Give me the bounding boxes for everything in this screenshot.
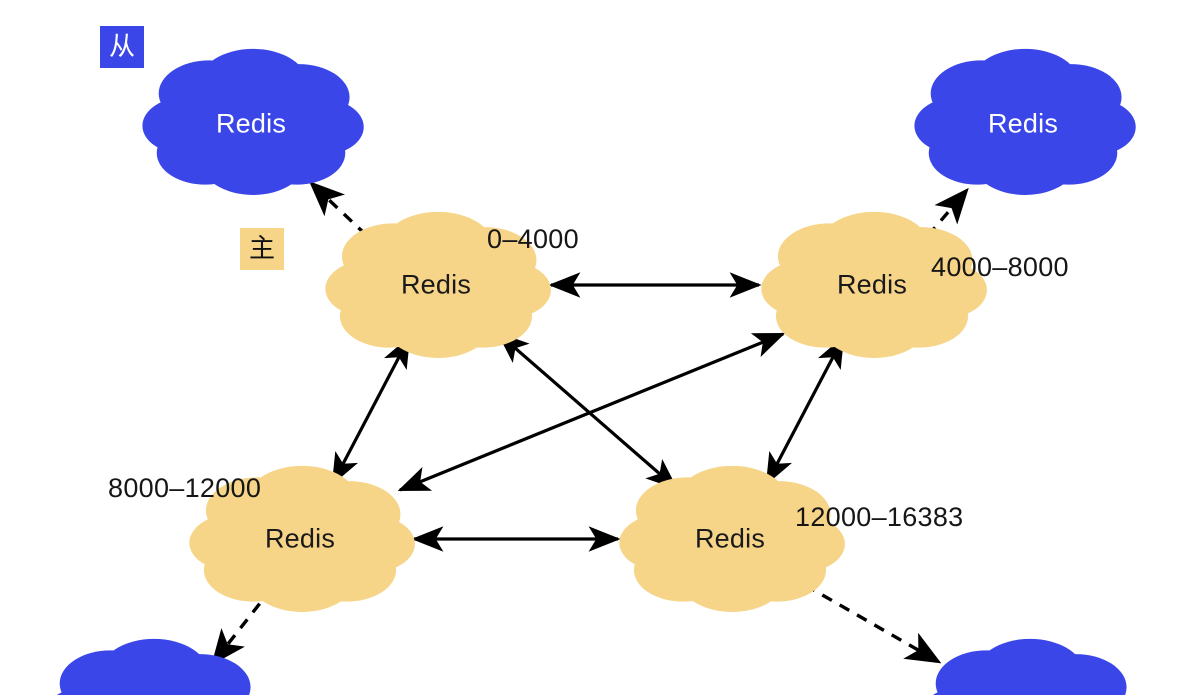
- master-cloud-1: [325, 211, 551, 358]
- replication-edge-m2-s2: [913, 187, 969, 253]
- replication-edge-m4-s4: [804, 583, 942, 664]
- slave-cloud-1: [142, 48, 364, 195]
- slot-range-label-12000-16383: 12000–16383: [795, 502, 964, 532]
- slave-cloud-2: [914, 48, 1136, 195]
- legend-slave-key: 从: [100, 26, 144, 68]
- edge-m1-m3: [331, 335, 411, 486]
- master-cloud-3: [189, 465, 415, 612]
- edge-m2-m3: [397, 332, 786, 492]
- slave-cloud-3: [56, 638, 251, 695]
- replication-edge-m1-s1: [309, 181, 383, 251]
- master-cloud-2: [761, 211, 987, 358]
- master-cloud-4: [619, 465, 845, 612]
- slot-range-label-4000-8000: 4000–8000: [931, 252, 1069, 282]
- slot-range-label-0-4000: 0–4000: [487, 224, 579, 254]
- legend-master-key: 主: [240, 228, 284, 270]
- replication-edge-m3-s3: [211, 586, 274, 666]
- slot-range-label-8000-12000: 8000–12000: [108, 473, 262, 503]
- slave-cloud-4: [932, 638, 1127, 695]
